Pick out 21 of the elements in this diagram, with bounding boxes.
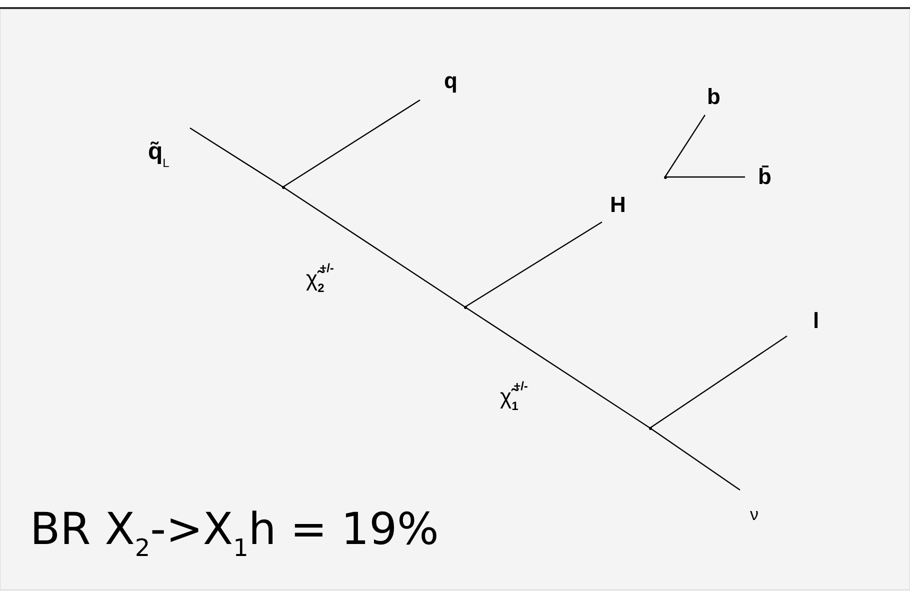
- particle-line: [464, 306, 650, 428]
- vertex-point: [464, 306, 466, 308]
- branching-ratio-text: BR X$_{2}$->X$_{1}$h = 19%: [30, 508, 439, 560]
- particle-line: [665, 176, 745, 178]
- particle-line: [282, 186, 466, 308]
- neutrino-label: ν: [750, 506, 758, 523]
- particle-line: [664, 114, 706, 178]
- quark-label: q: [444, 70, 458, 92]
- vertex-point: [282, 186, 284, 188]
- b-quark-label: b: [707, 86, 720, 108]
- anti-b-quark-label: b̄: [758, 166, 772, 188]
- vertex-point: [664, 176, 666, 178]
- squark-label: q̃$_{L}$: [148, 140, 170, 169]
- vertex-point: [648, 426, 652, 430]
- higgs-label: H: [610, 194, 626, 216]
- particle-line: [650, 428, 740, 490]
- lepton-label: l: [813, 310, 820, 332]
- particle-line: [190, 128, 284, 188]
- particle-line: [282, 100, 420, 188]
- particle-line: [464, 222, 602, 308]
- particle-line: [650, 336, 788, 428]
